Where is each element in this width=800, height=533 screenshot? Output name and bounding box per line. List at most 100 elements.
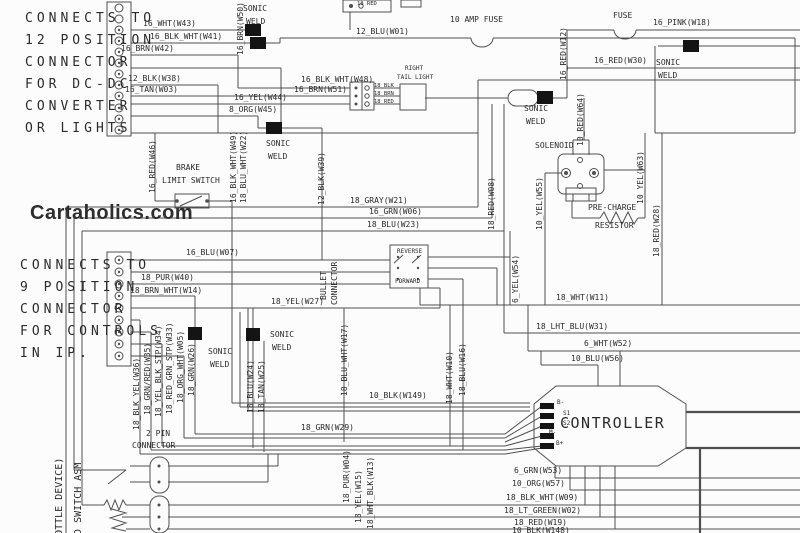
label-sonic: SONIC xyxy=(656,58,681,67)
label-reverse: REVERSE xyxy=(397,248,423,255)
label-16-yel-w44: 16_YEL(W44) xyxy=(234,93,287,102)
label-16-blu-w07: 16_BLU(W07) xyxy=(186,248,239,257)
label-18-red-w28: 18_RED(W28) xyxy=(652,204,661,257)
connector-12-position xyxy=(106,1,132,137)
label-10-red-w64: 10_RED(W64) xyxy=(576,93,585,146)
label-connector: CONNECTOR xyxy=(330,261,339,305)
label-sonic: SONIC xyxy=(270,330,295,339)
label-16-brn-w50: 16_BRN(W50) xyxy=(236,2,245,55)
battery-cable-lines xyxy=(686,410,800,533)
label-16-wht-w43: 16_WHT(W43) xyxy=(143,19,196,28)
label-16-blk-wht-w49: 16_BLK_WHT(W49) xyxy=(229,130,238,203)
label-16-red-w30: 16_RED(W30) xyxy=(594,56,647,65)
label-b: B+ xyxy=(556,440,564,447)
label-10-yel-w63: 10_YEL(W63) xyxy=(636,151,645,204)
label-18-pur-w40: 18_PUR(W40) xyxy=(141,273,194,282)
label-12-blu-w01: 12_BLU(W01) xyxy=(356,27,409,36)
label-18-org-wht-w05: 18_ORG_WHT(W05) xyxy=(176,330,185,403)
label-18-brn-wht-w14: 18_BRN_WHT(W14) xyxy=(130,286,203,295)
label-18-wht-w10: 18_WHT(W10) xyxy=(445,351,454,404)
label-10-amp-fuse: 10 AMP FUSE xyxy=(450,15,503,24)
label-18-blu-w16: 18_BLU(W16) xyxy=(458,343,467,396)
label-8-org-w45: 8_ORG(W45) xyxy=(229,105,278,114)
label-10-blk-w149: 10_BLK(W149) xyxy=(369,391,427,400)
label-16-red-w12: 16_RED(W12) xyxy=(559,27,568,80)
label-limit-switch: LIMIT SWITCH xyxy=(162,176,220,185)
controller xyxy=(533,385,687,467)
label-16-brn-w51: 16_BRN(W51) xyxy=(294,85,347,94)
label-10-org-w57: 10_ORG(W57) xyxy=(512,479,565,488)
label-18-yel-blk-stp-w34: 18_YEL_BLK_STP(W34) xyxy=(154,325,163,417)
label-18-yel-w15: 18_YEL(W15) xyxy=(354,470,363,523)
note-9-position: CONNECTS TO 9 POSITION CONNECTOR FOR CON… xyxy=(20,258,162,361)
label-s2: S2 xyxy=(563,420,571,427)
label-18-brn: 18 BRN xyxy=(374,91,394,97)
label-6-grn-w53: 6_GRN(W53) xyxy=(514,466,563,475)
two-pin-connector xyxy=(149,456,170,533)
label-sonic: SONIC xyxy=(208,347,233,356)
wire-lines xyxy=(65,12,800,533)
label-18-blk: 18 BLK xyxy=(374,83,394,89)
label-18-wht-w11: 18_WHT(W11) xyxy=(556,293,609,302)
label-18-red-grn-stp-w33: 18_RED_GRN_STP(W33) xyxy=(165,322,174,414)
label-solenoid: SOLENOID xyxy=(535,141,574,150)
label-18-grn-red-w35: 18_GRN/RED(W35) xyxy=(143,342,152,415)
label-6-wht-w52: 6_WHT(W52) xyxy=(584,339,633,348)
note-12-position: CONNECTS TO 12 POSITION CONNECTOR FOR DC… xyxy=(25,11,156,136)
solenoid xyxy=(557,153,605,202)
top-edge-connector xyxy=(342,0,422,13)
label-sonic: SONIC xyxy=(524,104,549,113)
sonic-weld-blocks xyxy=(188,24,699,341)
label-18-blu-wht-w17: 18_BLU_WHT(W17) xyxy=(340,323,349,396)
label-18-blk-yel-w36: 18_BLK_YEL(W36) xyxy=(132,357,141,430)
label-m: M- xyxy=(549,429,557,436)
label-sonic: SONIC xyxy=(266,139,291,148)
label-16-blk-wht-w48: 16_BLK_WHT(W48) xyxy=(301,75,374,84)
label-18-tan-w25: 18_TAN(W25) xyxy=(257,360,266,413)
label-18-red-w19: 18_RED(W19) xyxy=(514,518,567,527)
brake-limit-switch xyxy=(174,193,210,209)
label-16-tan-w03: 16_TAN(W03) xyxy=(125,85,178,94)
label-18-yel-w27: 18_YEL(W27) xyxy=(271,297,324,306)
label-fuse: FUSE xyxy=(613,11,633,20)
label-weld: WELD xyxy=(246,17,266,26)
label-18-blu-w23: 18_BLU(W23) xyxy=(367,220,420,229)
label-sonic: SONIC xyxy=(243,4,268,13)
label-18-red: 18 RED xyxy=(374,99,394,105)
label-s1: S1 xyxy=(563,410,571,417)
label-6-yel-w54: 6_YEL(W54) xyxy=(511,254,520,303)
label-10-yel-w55: 10_YEL(W55) xyxy=(535,177,544,230)
controller-terminal-blocks xyxy=(540,403,554,449)
label-right: RIGHT xyxy=(405,65,424,72)
label-12-blk-w39: 12_BLK(W39) xyxy=(317,152,326,205)
label-18-gray-w21: 18_GRAY(W21) xyxy=(350,196,408,205)
label-throttle-device: (THROTTLE DEVICE) xyxy=(54,457,65,533)
tail-light-connector xyxy=(349,81,375,111)
label-16-grn-w06: 16_GRN(W06) xyxy=(369,207,422,216)
label-10-blu-w56: 10_BLU(W56) xyxy=(571,354,624,363)
label-bullet: BULLET xyxy=(319,271,328,300)
label-weld: WELD xyxy=(658,71,678,80)
connector-9-position xyxy=(106,251,132,367)
label-10-blk-w148: 10_BLK(W148) xyxy=(512,526,570,533)
label-2-pin: 2 PIN xyxy=(146,429,171,438)
label-16-red-w46: 16_RED(W46) xyxy=(148,140,157,193)
label-18-lt-green-w02: 18_LT_GREEN(W02) xyxy=(504,506,582,515)
label-18-lht-blu-w31: 18_LHT_BLU(W31) xyxy=(536,322,609,331)
label-weld: WELD xyxy=(210,360,230,369)
label-weld: WELD xyxy=(272,343,292,352)
label-forward: FORWARD xyxy=(395,278,421,285)
label-resistor: RESISTOR xyxy=(595,221,634,230)
label-tail-light: TAIL LIGHT xyxy=(397,74,434,81)
label-weld: WELD xyxy=(526,117,546,126)
label-18-red-w08: 18_RED(W08) xyxy=(487,177,496,230)
label-18-grn-w26: 18_GRN(W26) xyxy=(187,343,196,396)
label-16-blk-wht-w41: 16_BLK_WHT(W41) xyxy=(150,32,223,41)
label-pre-charge: PRE-CHARGE xyxy=(588,203,637,212)
label-18-blk-wht-w09: 18_BLK_WHT(W09) xyxy=(506,493,579,502)
label-18-red: 18 RED xyxy=(357,1,377,7)
label-18-grn-w29: 18_GRN(W29) xyxy=(301,423,354,432)
label-connector: CONNECTOR xyxy=(132,441,176,450)
